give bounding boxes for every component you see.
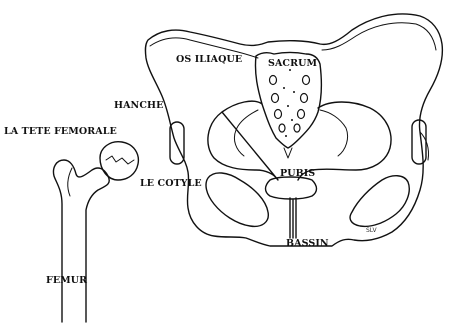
coccyx [284, 148, 292, 158]
label-tete-femorale: LA TETE FEMORALE [4, 126, 117, 137]
label-os-iliaque: OS ILIAQUE [176, 54, 242, 65]
label-le-cotyle: LE COTYLE [140, 178, 202, 189]
artist-signature: SLV [366, 227, 377, 234]
pubis-arch [266, 177, 317, 199]
label-bassin: BASSIN [286, 238, 329, 249]
pelvis [145, 14, 442, 246]
right-obturator-foramen [350, 176, 409, 227]
label-sacrum: SACRUM [268, 58, 317, 69]
label-hanche: HANCHE [114, 100, 163, 111]
greater-trochanter [68, 168, 72, 196]
pubic-symphysis [290, 198, 296, 238]
femoral-head-line [106, 156, 134, 164]
femur [53, 142, 138, 322]
left-sacroiliac-curve [234, 110, 258, 156]
label-pubis: PUBIS [280, 168, 315, 179]
sacral-foramina [270, 69, 310, 137]
label-femur: FEMUR [46, 275, 87, 286]
left-obturator-foramen [206, 173, 268, 226]
right-sacroiliac-curve [320, 110, 348, 156]
femur-shaft [53, 160, 109, 322]
right-iliac-inner-outline [322, 23, 436, 50]
